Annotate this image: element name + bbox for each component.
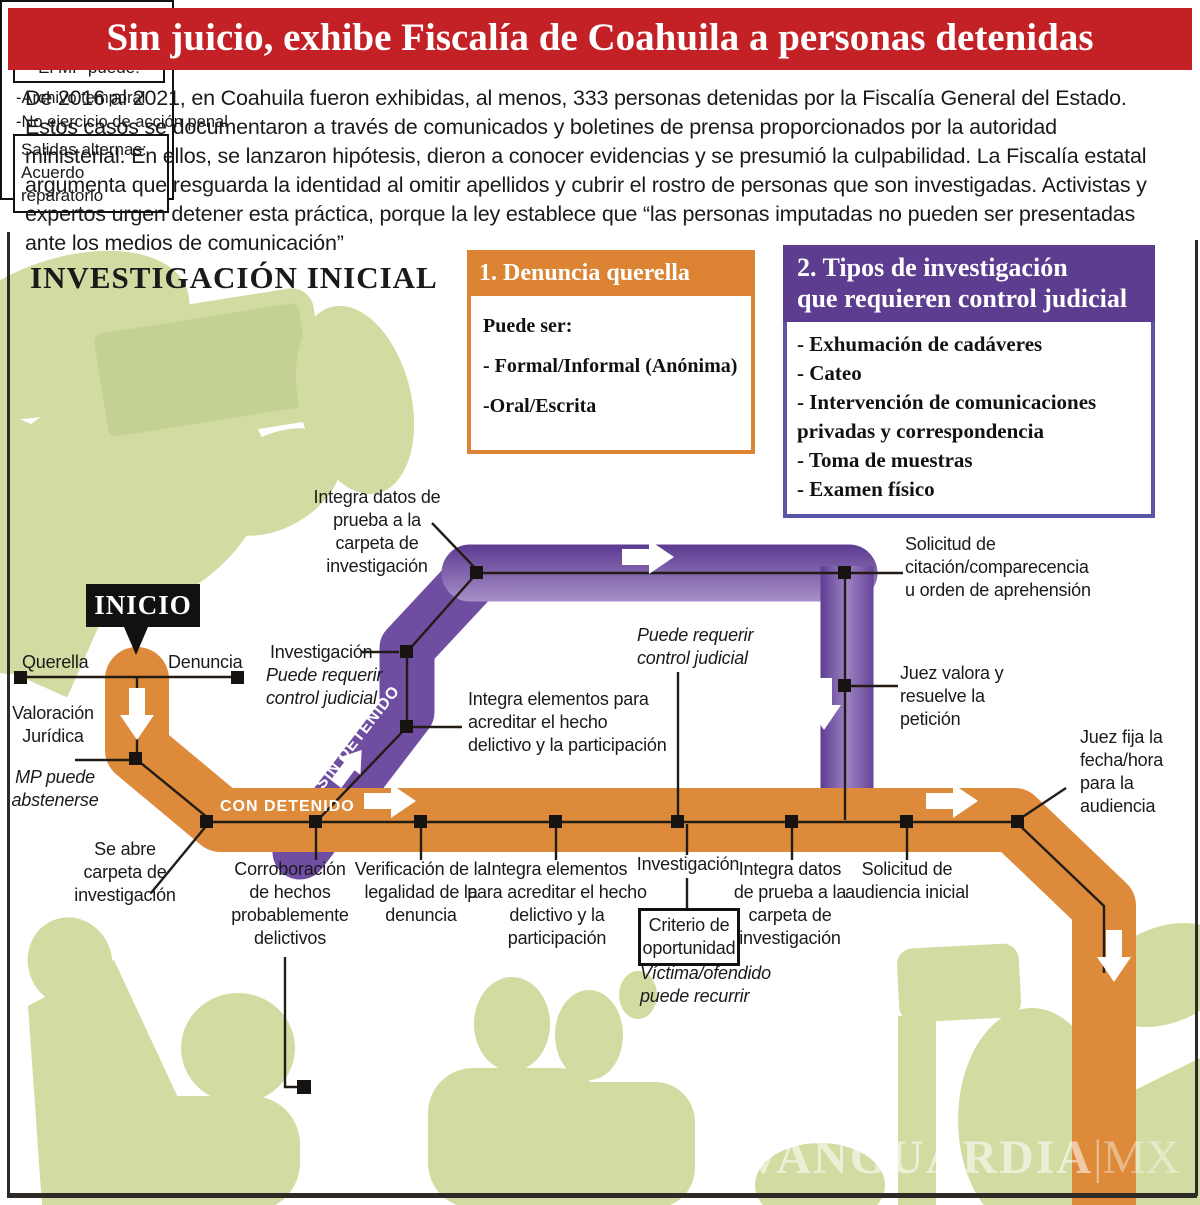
box-tipos-investigacion: 2. Tipos de investigación que requieren …: [783, 245, 1155, 518]
section-title: INVESTIGACIÓN INICIAL: [30, 260, 438, 295]
box1-intro: Puede ser:: [483, 315, 573, 337]
label-integra-elementos-top: Integra elementos para acreditar el hech…: [468, 689, 667, 755]
mp-options: -Archivo temporal -No ejercicio de acció…: [16, 89, 228, 131]
box2-item: - Cateo: [797, 361, 862, 385]
frame-bottom-border: [7, 1193, 1197, 1198]
salidas-alternas-box: Salidas alternas: Acuerdo reparatorio: [13, 134, 169, 213]
label-se-abre-carpeta: Se abre carpeta de investigación: [74, 839, 176, 905]
box2-item: - Examen físico: [797, 477, 935, 501]
box2-item: - Exhumación de cadáveres: [797, 332, 1043, 356]
label-integra-datos-bottom: Integra datos de prueba a la carpeta de …: [733, 859, 847, 948]
box2-item: - Intervención de comunicaciones privada…: [797, 390, 1097, 443]
label-verificacion: Verificación de la legalidad de la denun…: [354, 859, 488, 925]
box2-title: 2. Tipos de investigación que requieren …: [783, 245, 1155, 322]
box2-item: - Toma de muestras: [797, 448, 973, 472]
label-solicitud-citacion: Solicitud de citación/comparecencia u or…: [905, 534, 1091, 600]
phone-screen: [94, 303, 313, 437]
label-integra-datos-top: Integra datos de prueba a la carpeta de …: [313, 487, 441, 576]
criterio-oportunidad-box: Criterio de oportunidad: [638, 908, 740, 966]
box1-item: -Oral/Escrita: [483, 395, 597, 417]
label-victima-criterio: Víctima/ofendido puede recurrir: [640, 963, 771, 1006]
page-title: Sin juicio, exhibe Fiscalía de Coahuila …: [106, 16, 1094, 59]
label-puede-requerir-izq: Puede requerir control judicial: [266, 665, 383, 708]
label-querella: Querella: [22, 652, 89, 672]
box1-body: Puede ser: - Formal/Informal (Anónima) -…: [467, 296, 755, 454]
label-corroboracion: Corroboración de hechos probablemente de…: [231, 859, 349, 948]
box-denuncia-querella: 1. Denuncia querella Puede ser: - Formal…: [467, 250, 755, 454]
victima-ofendido-box: Víctima/ofendido puede recurrir El MP pu…: [0, 0, 228, 213]
frame-left-border: [7, 232, 10, 1196]
frame-right-border: [1195, 240, 1198, 1196]
label-denuncia: Denuncia: [168, 652, 243, 672]
box1-item: - Formal/Informal (Anónima): [483, 355, 738, 377]
label-valoracion-juridica: Valoración Jurídica: [12, 703, 94, 746]
silhouette-hands-phone-top-left: [0, 250, 415, 698]
box2-body: - Exhumación de cadáveres - Cateo - Inte…: [783, 322, 1155, 518]
inicio-tag: INICIO: [86, 584, 200, 627]
label-con-detenido: CON DETENIDO: [220, 798, 355, 815]
label-juez-fija: Juez fija la fecha/hora para la audienci…: [1080, 727, 1164, 816]
label-investigacion-bottom: Investigación: [636, 854, 740, 874]
label-puede-requerir-centro: Puede requerir control judicial: [637, 625, 754, 668]
box1-title: 1. Denuncia querella: [467, 250, 755, 296]
label-integra-elementos-bottom: Integra elementos para acreditar el hech…: [467, 859, 647, 948]
inicio-pointer: [124, 627, 148, 655]
flow-station-nodes: [14, 566, 1024, 1094]
label-mp-puede-abstenerse: MP puede abstenerse: [11, 767, 99, 810]
header-banner: Sin juicio, exhibe Fiscalía de Coahuila …: [8, 8, 1192, 70]
label-solicitud-audiencia: Solicitud de audiencia inicial: [845, 859, 969, 902]
intro-paragraph: De 2016 al 2021, en Coahuila fueron exhi…: [25, 86, 1147, 255]
silhouette-press-crowd-bottom: [27, 917, 1200, 1205]
label-investigacion-top: Investigación: [270, 642, 373, 662]
label-juez-valora: Juez valora y resuelve la petición: [900, 663, 1004, 729]
